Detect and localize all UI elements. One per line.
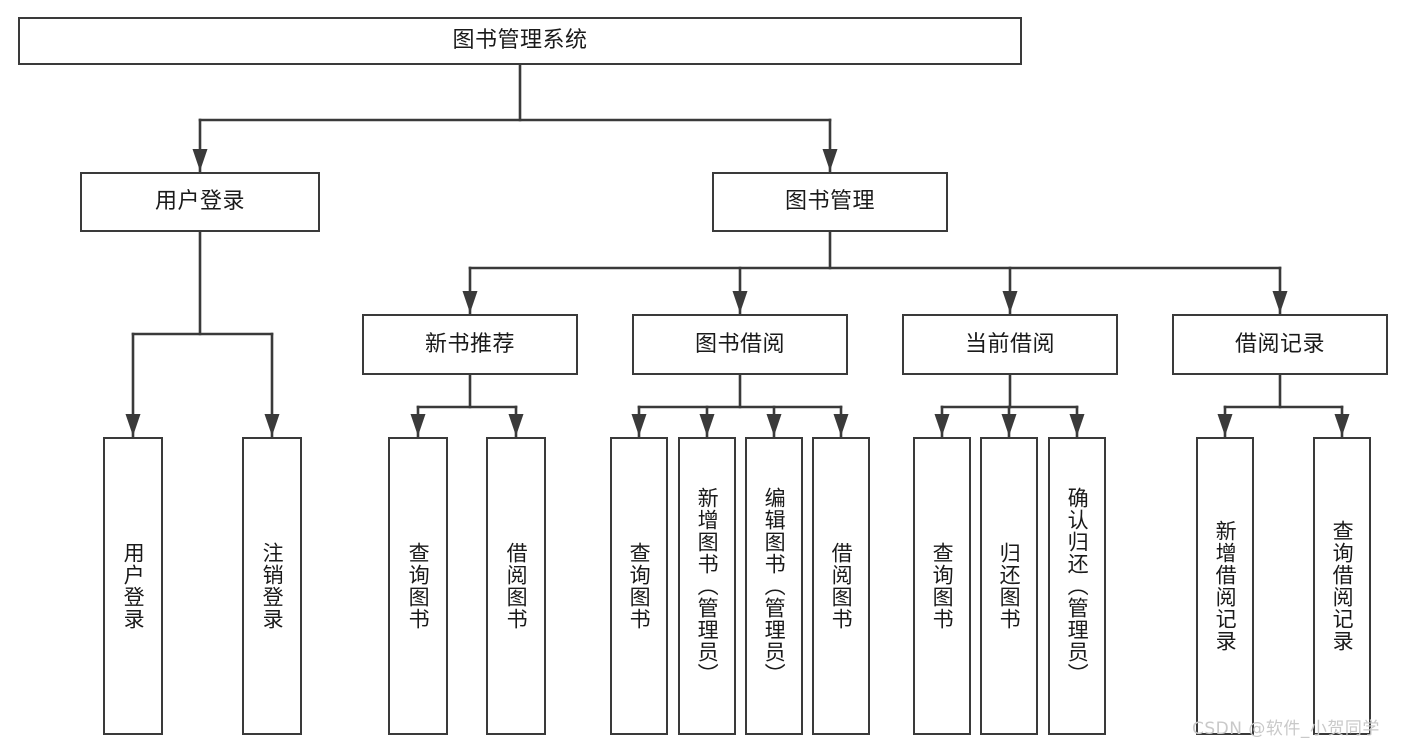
node-label: 新书推荐 — [424, 331, 515, 357]
node-leaf-borrow-2[interactable]: 新增图书（管理员） — [678, 437, 736, 735]
node-label: 借阅图书 — [829, 542, 854, 630]
node-leaf-rec-1[interactable]: 新增借阅记录 — [1196, 437, 1254, 735]
node-label: 归还图书 — [997, 542, 1022, 630]
node-borrow[interactable]: 图书借阅 — [632, 314, 848, 375]
node-login[interactable]: 用户登录 — [80, 172, 320, 232]
node-label: 查询图书 — [406, 542, 431, 630]
node-leaf-borrow-1[interactable]: 查询图书 — [610, 437, 668, 735]
node-leaf-borrow-3[interactable]: 编辑图书（管理员） — [745, 437, 803, 735]
node-root[interactable]: 图书管理系统 — [18, 17, 1022, 65]
node-label: 编辑图书（管理员） — [762, 487, 787, 685]
node-label: 注销登录 — [260, 542, 285, 630]
node-newbook[interactable]: 新书推荐 — [362, 314, 578, 375]
node-label: 查询图书 — [627, 542, 652, 630]
connector-conn-newbook — [410, 373, 524, 438]
node-current[interactable]: 当前借阅 — [902, 314, 1118, 375]
node-leaf-login-2[interactable]: 注销登录 — [242, 437, 302, 735]
node-leaf-cur-1[interactable]: 查询图书 — [913, 437, 971, 735]
node-label: 借阅记录 — [1234, 331, 1325, 357]
node-label: 当前借阅 — [964, 331, 1055, 357]
node-label: 用户登录 — [154, 189, 245, 215]
node-label: 新增图书（管理员） — [695, 487, 720, 685]
node-label: 图书管理系统 — [452, 28, 588, 54]
node-leaf-new-2[interactable]: 借阅图书 — [486, 437, 546, 735]
node-label: 新增借阅记录 — [1213, 520, 1238, 652]
connector-conn-login — [125, 230, 280, 438]
node-records[interactable]: 借阅记录 — [1172, 314, 1388, 375]
node-label: 用户登录 — [121, 542, 146, 630]
connector-conn-root — [192, 63, 838, 173]
node-leaf-rec-2[interactable]: 查询借阅记录 — [1313, 437, 1371, 735]
node-label: 查询图书 — [930, 542, 955, 630]
connector-conn-records — [1217, 373, 1350, 438]
node-label: 查询借阅记录 — [1330, 520, 1355, 652]
node-leaf-cur-3[interactable]: 确认归还（管理员） — [1048, 437, 1106, 735]
connector-conn-borrow — [631, 373, 849, 438]
node-bookmgmt[interactable]: 图书管理 — [712, 172, 948, 232]
connector-conn-bookmgmt — [462, 230, 1288, 315]
node-leaf-new-1[interactable]: 查询图书 — [388, 437, 448, 735]
node-leaf-cur-2[interactable]: 归还图书 — [980, 437, 1038, 735]
connector-conn-current — [934, 373, 1085, 438]
node-label: 借阅图书 — [504, 542, 529, 630]
node-leaf-login-1[interactable]: 用户登录 — [103, 437, 163, 735]
node-label: 确认归还（管理员） — [1065, 487, 1090, 685]
node-leaf-borrow-4[interactable]: 借阅图书 — [812, 437, 870, 735]
node-label: 图书借阅 — [694, 331, 785, 357]
node-label: 图书管理 — [784, 189, 875, 215]
